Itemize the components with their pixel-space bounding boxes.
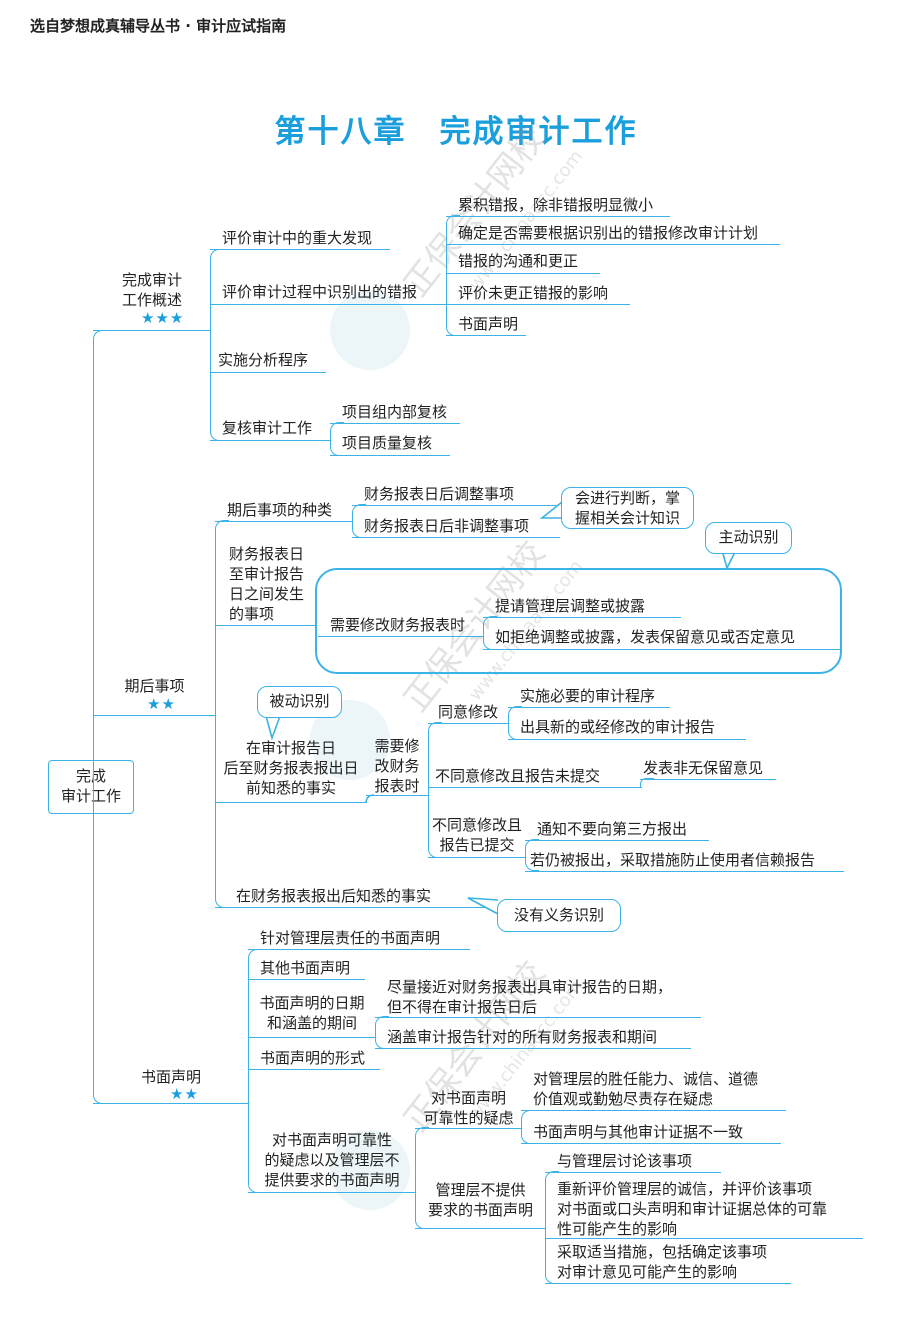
not-provided-item: 与管理层讨论该事项 — [545, 1151, 721, 1173]
agree-modify: 同意修改 — [428, 702, 508, 724]
not-provided: 管理层不提供 要求的书面声明 — [415, 1180, 546, 1229]
branch-overview-label: 完成审计 工作概述 — [121, 271, 182, 309]
overview-item: 实施分析程序 — [210, 350, 326, 373]
disagree-unsubmitted: 不同意修改且报告未提交 — [428, 766, 642, 788]
not-provided-item: 采取适当措施，包括确定该事项 对审计意见可能产生的影响 — [545, 1242, 791, 1284]
misstatement-item: 书面声明 — [446, 314, 526, 336]
judgement-note: 会进行判断，掌 握相关会计知识 — [561, 487, 694, 529]
date-item: 尽量接近对财务报表出具审计报告的日期， 但不得在审计报告日后 — [375, 977, 701, 1018]
representation-item: 其他书面声明 — [248, 958, 365, 980]
callout-pointer — [539, 501, 563, 519]
callout-pointer — [467, 897, 499, 915]
misstatement-item: 确定是否需要根据识别出的错报修改审计计划 — [446, 223, 780, 245]
active-identification-frame — [315, 568, 842, 674]
disagree-unsubmitted-action: 发表非无保留意见 — [640, 758, 776, 780]
misstatement-item: 累积错报，除非错报明显微小 — [446, 195, 670, 217]
passive-identification-callout: 被动识别 — [257, 686, 342, 718]
overview-item: 评价审计中的重大发现 — [210, 228, 390, 250]
period1-action: 提请管理层调整或披露 — [483, 596, 681, 618]
overview-item: 复核审计工作 — [210, 418, 330, 441]
importance-stars: ★★★ — [141, 309, 185, 327]
representation-item: 针对管理层责任的书面声明 — [248, 928, 470, 950]
review-item: 项目组内部复核 — [330, 402, 460, 424]
spine-connector — [93, 330, 107, 1104]
branch-written-representations: 书面声明 — [93, 1067, 249, 1104]
connector — [640, 778, 654, 788]
not-provided-item: 重新评价管理层的诚信，并评价该事项 对书面或口头声明和审计证据总体的可靠 性可能… — [545, 1179, 863, 1239]
importance-stars: ★★ — [170, 1085, 199, 1103]
representation-item: 书面声明的日期 和涵盖的期间 — [248, 993, 376, 1038]
root-node: 完成 审计工作 — [48, 760, 134, 814]
representation-item: 对书面声明可靠性 的疑虑以及管理层不 提供要求的书面声明 — [248, 1130, 416, 1193]
period1-action: 如拒绝调整或披露，发表保留意见或否定意见 — [483, 627, 840, 650]
branch-written-label: 书面声明 — [140, 1068, 201, 1086]
date-item: 涵盖审计报告针对的所有财务报表和期间 — [375, 1027, 691, 1049]
doubt-item: 对管理层的胜任能力、诚信、道德 价值观或勤勉尽责存在疑虑 — [521, 1069, 786, 1111]
period1-events: 财务报表日 至审计报告 日之间发生 的事项 — [215, 544, 316, 626]
active-identification-callout: 主动识别 — [705, 522, 792, 554]
period2-condition: 需要修 改财务 报表时 — [366, 736, 428, 796]
doubt-item: 书面声明与其他审计证据不一致 — [521, 1122, 781, 1144]
chapter-title: 第十八章 完成审计工作 — [274, 114, 638, 150]
branch-subsequent-label: 期后事项 — [124, 677, 185, 695]
misstatement-item: 错报的沟通和更正 — [446, 251, 600, 274]
branch-overview: 完成审计 工作概述 — [93, 270, 211, 331]
importance-stars: ★★ — [147, 695, 176, 713]
period1-condition: 需要修改财务报表时 — [318, 615, 483, 637]
disagree-submitted-action: 若仍被报出，采取措施防止使用者信赖报告 — [525, 850, 844, 872]
connector — [525, 839, 539, 871]
agree-action: 出具新的或经修改的审计报告 — [508, 717, 746, 740]
callout-pointer — [265, 715, 281, 741]
misstatement-item: 评价未更正错报的影响 — [446, 283, 630, 305]
non-adjusting-events: 财务报表日后非调整事项 — [352, 516, 560, 538]
review-item: 项目质量复核 — [330, 433, 450, 456]
adjusting-events: 财务报表日后调整事项 — [352, 484, 556, 506]
connector — [365, 794, 375, 803]
period3-events: 在财务报表报出后知悉的事实 — [215, 886, 491, 908]
branch-subsequent-events: 期后事项 — [93, 676, 216, 716]
callout-pointer — [721, 549, 737, 571]
no-obligation-callout: 没有义务识别 — [497, 899, 621, 932]
disagree-submitted-action: 通知不要向第三方报出 — [525, 819, 709, 841]
reliability-doubt: 对书面声明 可靠性的疑虑 — [415, 1088, 522, 1129]
book-header: 选自梦想成真辅导丛书 · 审计应试指南 — [30, 17, 287, 35]
representation-item: 书面声明的形式 — [248, 1048, 380, 1070]
connector — [210, 249, 224, 441]
disagree-submitted: 不同意修改且 报告已提交 — [428, 815, 526, 858]
overview-item: 评价审计过程中识别出的错报 — [210, 282, 446, 305]
subsequent-types: 期后事项的种类 — [215, 500, 353, 522]
agree-action: 实施必要的审计程序 — [508, 686, 670, 708]
period2-events: 在审计报告日 后至财务报表报出日 前知悉的事实 — [215, 738, 367, 803]
